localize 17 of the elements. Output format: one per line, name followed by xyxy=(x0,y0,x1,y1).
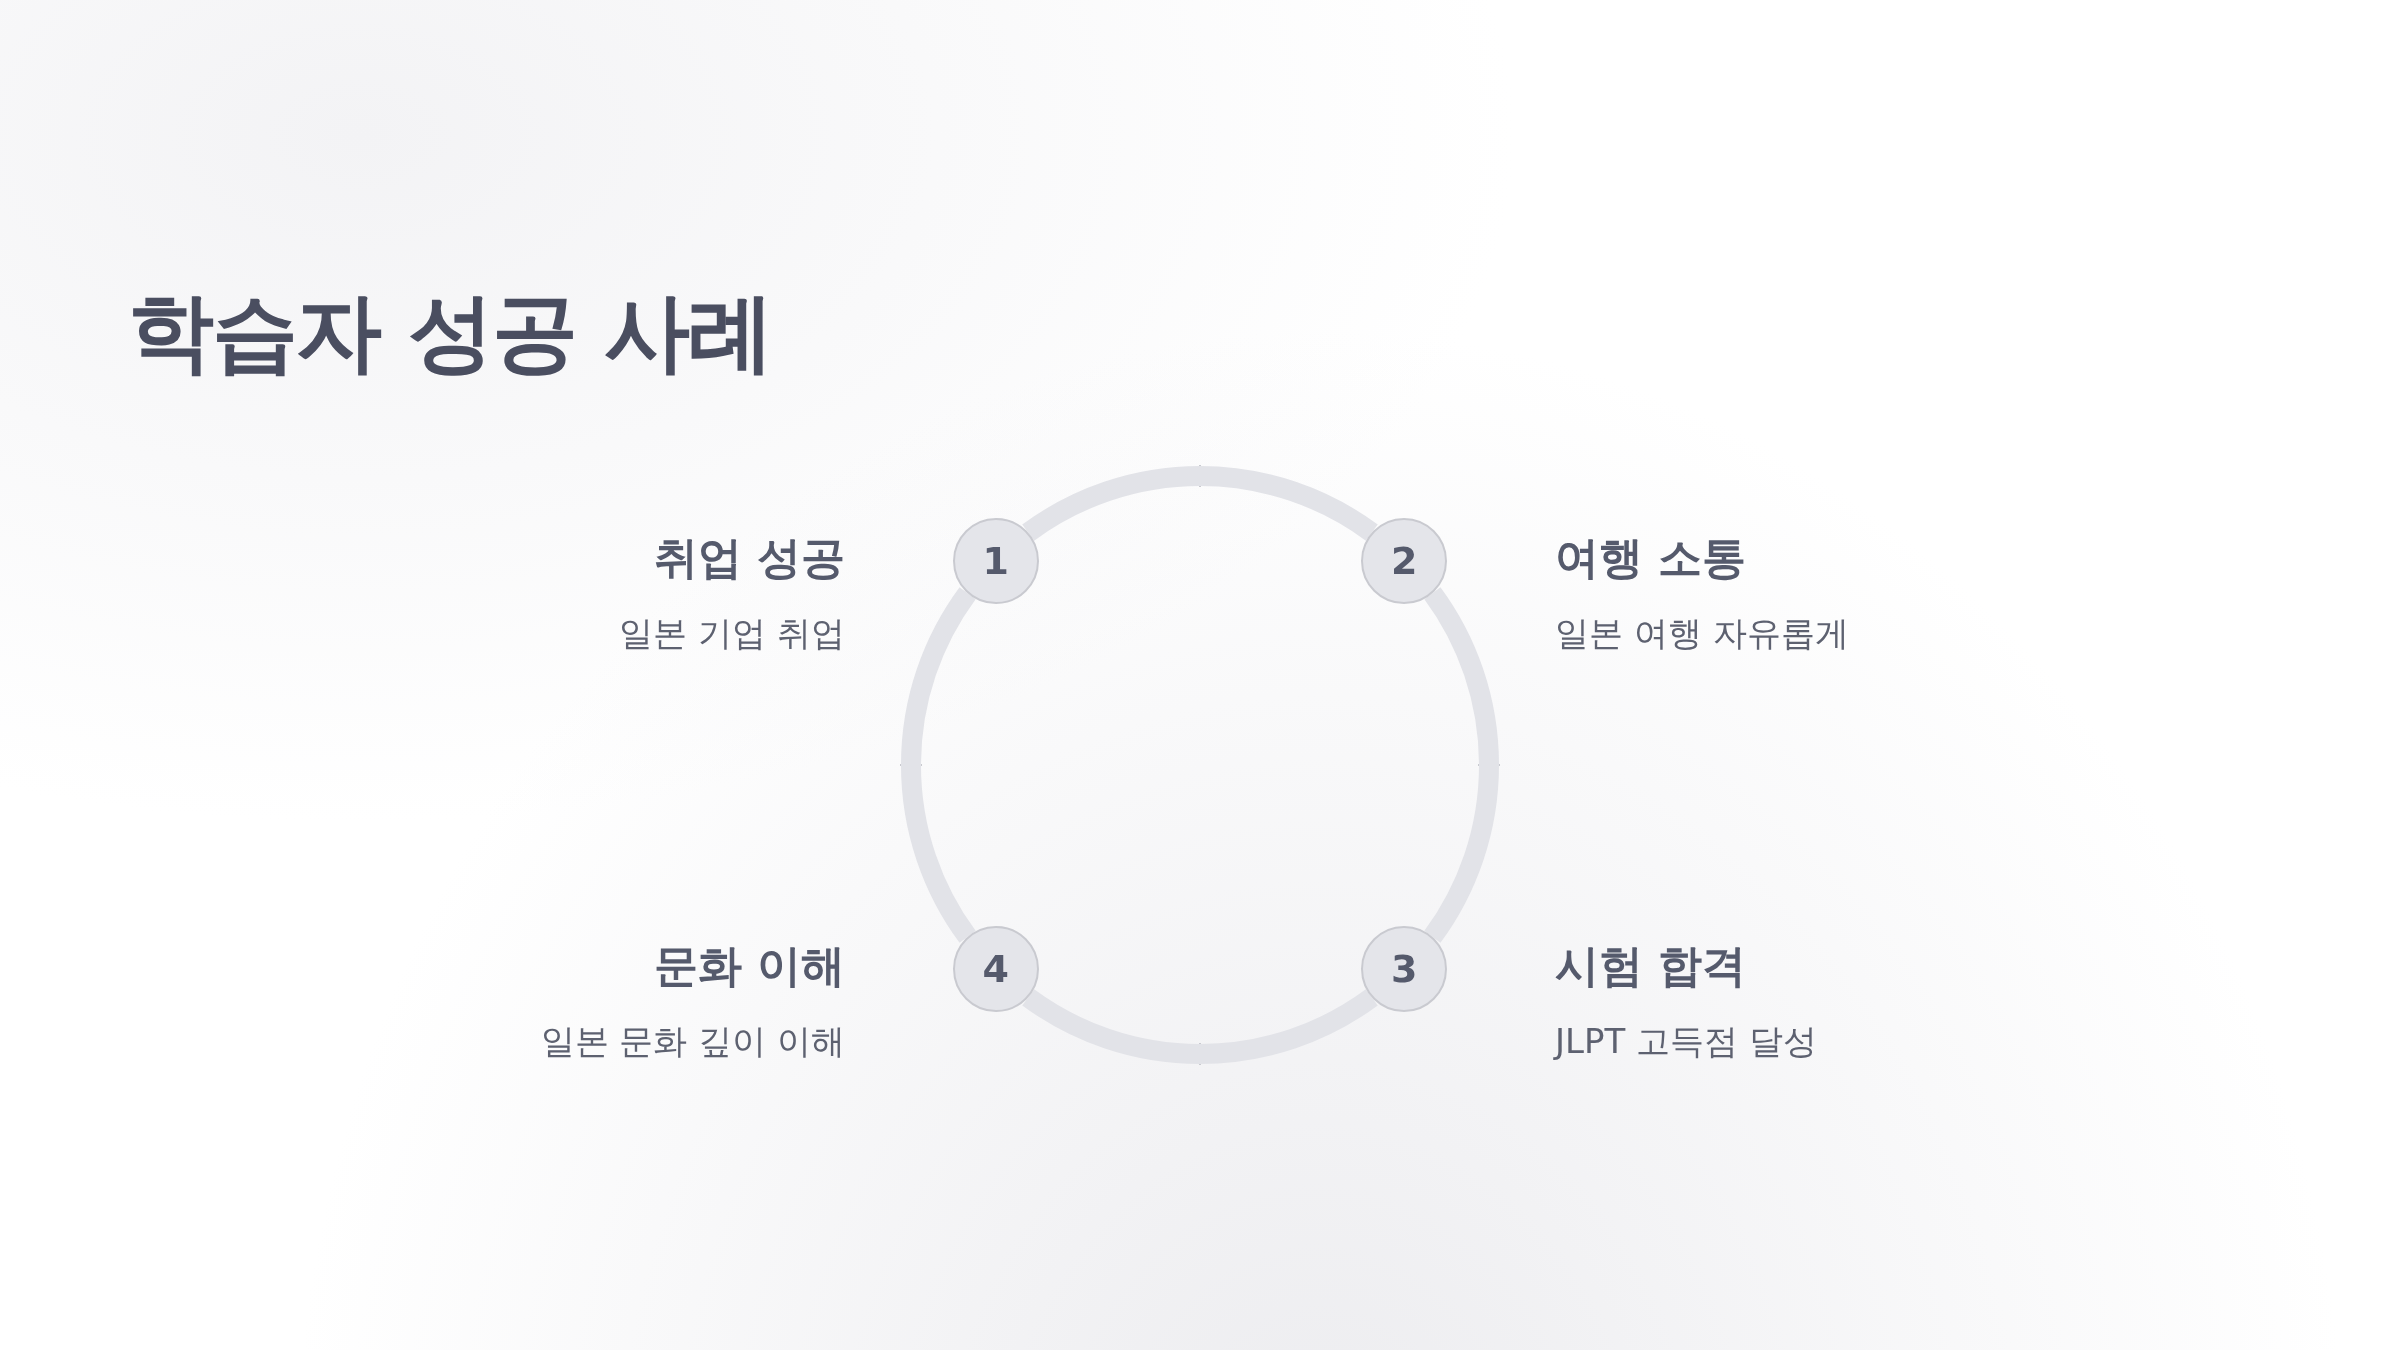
step-number: 2 xyxy=(1391,538,1418,583)
step-number: 1 xyxy=(982,538,1009,583)
step-description: JLPT 고득점 달성 xyxy=(1555,1020,1817,1064)
step-description: 일본 여행 자유롭게 xyxy=(1555,611,1849,655)
ring-arc xyxy=(1022,466,1378,541)
step-number: 3 xyxy=(1391,947,1418,992)
step-number: 4 xyxy=(982,947,1009,992)
ring-arc xyxy=(901,587,976,943)
step-heading: 여행 소통 xyxy=(1555,530,1747,585)
ring-arc xyxy=(1022,989,1378,1064)
ring-arc xyxy=(1424,587,1499,943)
step-description: 일본 기업 취업 xyxy=(619,611,845,655)
step-heading: 문화 이해 xyxy=(653,939,845,994)
slide-title: 학습자 성공 사례 xyxy=(128,281,772,384)
step-description: 일본 문화 깊이 이해 xyxy=(540,1020,845,1064)
step-heading: 취업 성공 xyxy=(653,530,845,585)
step-heading: 시험 합격 xyxy=(1555,939,1747,994)
